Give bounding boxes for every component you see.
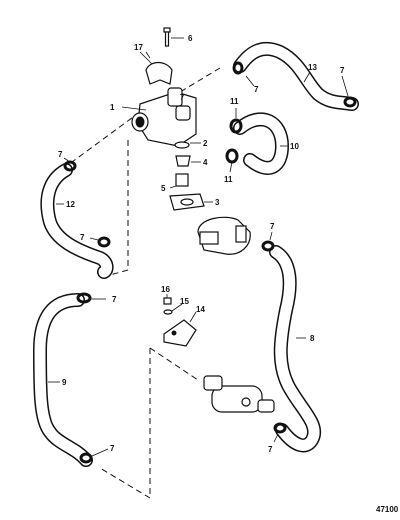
callout-1: 1 [110,103,115,112]
callout-11-a: 11 [230,97,239,106]
callout-3: 3 [215,198,220,207]
callout-11-b: 11 [224,175,233,184]
callout-7-c: 7 [58,150,63,159]
hose-9 [33,293,93,467]
callout-7-a: 7 [254,85,259,94]
thermostat-housing [131,87,197,147]
callout-5: 5 [161,184,166,193]
callout-17: 17 [134,43,143,52]
callout-labels: 1 2 3 4 5 6 7 7 7 7 7 7 7 7 7 8 9 10 11 … [58,34,345,454]
figure-id: 47100 [376,505,399,514]
callout-7-f: 7 [112,295,117,304]
callout-16: 16 [161,285,170,294]
bracket-17 [145,61,173,85]
callout-6: 6 [188,34,193,43]
circulating-pump [197,216,251,255]
hose-8 [269,245,321,453]
thermostat-stack [169,141,205,211]
hose-12 [40,163,114,279]
hose-10 [233,112,289,175]
callout-7-d: 7 [80,233,85,242]
callout-7-b: 7 [340,66,345,75]
heat-exchanger [203,375,275,413]
callout-13: 13 [308,63,317,72]
callout-2: 2 [203,139,208,148]
bolt-6 [163,27,171,47]
callout-12: 12 [66,200,75,209]
callout-7-g: 7 [110,444,115,453]
hose-clamps [63,61,357,464]
callout-8: 8 [310,334,315,343]
callout-7-i: 7 [180,93,185,102]
callout-14: 14 [196,305,205,314]
mount-bracket-14 [163,297,197,347]
hose-13 [233,41,359,111]
callout-9: 9 [62,378,67,387]
callout-7-h: 7 [268,445,273,454]
leader-lines [48,37,349,457]
callout-10: 10 [290,142,299,151]
callout-7-e: 7 [270,222,275,231]
callout-15: 15 [180,297,189,306]
callout-4: 4 [203,158,208,167]
